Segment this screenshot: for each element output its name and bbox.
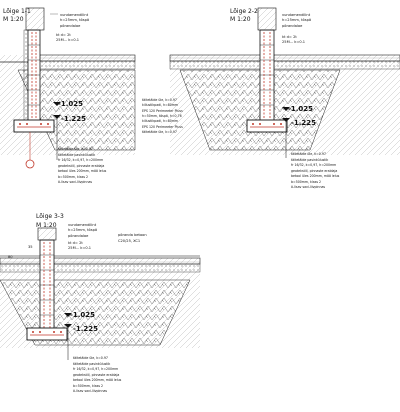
grid-bubble — [25, 159, 35, 169]
label-1: h=25mm, tõspä — [60, 18, 89, 22]
section-3-3: Lõige 3-3 M 1:20 35 80 -1.025 -1.225 — [0, 213, 201, 393]
section-title: Lõige 2-2 — [230, 8, 258, 15]
svg-text:killustikpadi, h=80mm: killustikpadi, h=80mm — [142, 119, 178, 123]
svg-text:h=25mm, tõspä: h=25mm, tõspä — [68, 228, 97, 232]
slab-label: põranda betoon C20/25, XC1 — [118, 233, 147, 243]
top-label-block: vundamendilint h=25mm, tõspä põrandalae … — [50, 13, 89, 42]
svg-text:betool üles 200mm, mõõ lelus: betool üles 200mm, mõõ lelus — [58, 169, 107, 173]
svg-text:põrandalae: põrandalae — [68, 234, 89, 238]
svg-text:EPS 120 Perimeeter Pluss: EPS 120 Perimeeter Pluss — [142, 125, 183, 129]
svg-text:ö-lisav savi-liivpinnas: ö-lisav savi-liivpinnas — [73, 389, 107, 393]
svg-text:h=50mm, tõspä, h=0,76: h=50mm, tõspä, h=0,76 — [142, 114, 182, 118]
section-title: Lõige 3-3 — [36, 213, 64, 220]
section-scale: M 1:20 — [36, 222, 57, 229]
svg-text:25M... k=0.1: 25M... k=0.1 — [68, 246, 91, 250]
section-scale: M 1:20 — [3, 16, 24, 23]
svg-text:vundamendilint: vundamendilint — [282, 13, 311, 17]
svg-text:b=500mm, klass 2: b=500mm, klass 2 — [73, 384, 103, 388]
dim-35: 35 — [28, 245, 33, 249]
svg-text:täitetäide pasinkülustik: täitetäide pasinkülustik — [58, 153, 95, 157]
svg-text:b=500mm, klass 2: b=500mm, klass 2 — [291, 180, 321, 184]
svg-text:täitetäide pasinkülustik: täitetäide pasinkülustik — [291, 158, 328, 162]
svg-text:fr 16/32, k=0,97, h=200mm: fr 16/32, k=0,97, h=200mm — [58, 158, 103, 162]
section-2-2: Lõige 2-2 M 1:20 -1.025 -1.225 vundamend… — [169, 7, 400, 189]
dim-80: 80 — [8, 255, 13, 259]
svg-text:geotekstiil, pinnaste eraldaja: geotekstiil, pinnaste eraldaja — [58, 164, 104, 168]
bottom-notes: täitetäide üle, k=0.97 täitetäide pasink… — [58, 147, 107, 184]
svg-text:põrandalae: põrandalae — [282, 24, 303, 28]
svg-text:kt d= 2t: kt d= 2t — [68, 241, 83, 245]
svg-text:täitetäide üle, k=0.97: täitetäide üle, k=0.97 — [291, 152, 326, 156]
label-4: 25M... k=0.1 — [56, 38, 79, 42]
svg-text:b=500mm, klass 2: b=500mm, klass 2 — [58, 175, 88, 179]
svg-text:fr 16/32, k=0,97, h=200mm: fr 16/32, k=0,97, h=200mm — [73, 367, 118, 371]
svg-text:täitetäide pasinkülustik: täitetäide pasinkülustik — [73, 362, 110, 366]
bottom-notes: täitetäide üle, k=0.97 täitetäide pasink… — [291, 152, 340, 189]
svg-text:kt d= 2t: kt d= 2t — [282, 35, 297, 39]
side-notes: täitetäide üle, k=0.97 killustikpadi, h=… — [142, 98, 183, 134]
elevation-top: -1.025 — [58, 100, 83, 108]
svg-text:geotekstiil, pinnaste eraldaja: geotekstiil, pinnaste eraldaja — [73, 373, 119, 377]
svg-text:betool üles 200mm, mõõ lelus: betool üles 200mm, mõõ lelus — [73, 378, 122, 382]
svg-text:ö-lisav savi-liivpinnas: ö-lisav savi-liivpinnas — [291, 185, 325, 189]
elevation-top: -1.025 — [70, 311, 95, 319]
svg-text:täitetäide üle, k=0.97: täitetäide üle, k=0.97 — [142, 130, 177, 134]
svg-text:killustikpadi, h=80mm: killustikpadi, h=80mm — [142, 103, 178, 107]
svg-text:EPS 120 Perimeeter Pluss: EPS 120 Perimeeter Pluss — [142, 109, 183, 113]
section-scale: M 1:20 — [230, 16, 251, 23]
label-2: põrandalae — [60, 24, 81, 28]
elevation-top: -1.025 — [288, 105, 313, 113]
svg-text:fr 16/32, k=0,97, h=200mm: fr 16/32, k=0,97, h=200mm — [291, 163, 336, 167]
svg-text:vundamendilint: vundamendilint — [68, 223, 97, 227]
label-0: vundamendilint — [60, 13, 89, 17]
svg-text:geotekstiil, pinnaste eraldaja: geotekstiil, pinnaste eraldaja — [291, 169, 337, 173]
section-title: Lõige 1-1 — [3, 8, 31, 15]
svg-text:täitetäide üle, k=0.97: täitetäide üle, k=0.97 — [142, 98, 177, 102]
elevation-bottom: -1.225 — [73, 325, 98, 333]
top-label-block: vundamendilint h=25mm, tõspä põrandalae … — [282, 13, 311, 44]
svg-text:täitetäide üle, k=0.97: täitetäide üle, k=0.97 — [58, 147, 93, 151]
label-3: kt d= 2t — [56, 33, 71, 37]
bottom-notes: täitetäide üle, k=0.97 täitetäide pasink… — [73, 356, 122, 393]
svg-text:põranda betoon: põranda betoon — [118, 233, 147, 237]
svg-text:täitetäide üle, k=0.97: täitetäide üle, k=0.97 — [73, 356, 108, 360]
svg-text:h=25mm, tõspä: h=25mm, tõspä — [282, 18, 311, 22]
section-1-1: Lõige 1-1 M 1:20 -1.0 — [0, 7, 183, 184]
svg-text:betool üles 200mm, mõõ lelus: betool üles 200mm, mõõ lelus — [291, 174, 340, 178]
svg-text:25M... k=0.1: 25M... k=0.1 — [282, 40, 305, 44]
elevation-bottom: -1.225 — [61, 115, 86, 123]
svg-text:C20/25, XC1: C20/25, XC1 — [118, 239, 140, 243]
svg-text:ö-lisav savi-liivpinnas: ö-lisav savi-liivpinnas — [58, 180, 92, 184]
top-label-block: vundamendilint h=25mm, tõspä põrandalae … — [68, 223, 97, 250]
elevation-bottom: -1.225 — [291, 119, 316, 127]
